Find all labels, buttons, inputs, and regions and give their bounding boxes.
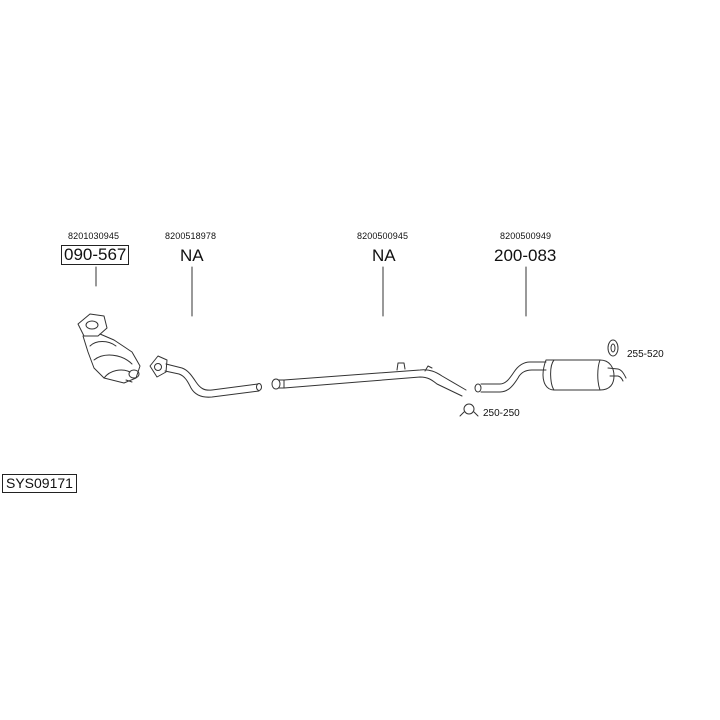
oem-number-front-pipe: 8200518978 bbox=[165, 231, 217, 241]
oem-number-center-pipe: 8200500945 bbox=[357, 231, 409, 241]
clamp-icon bbox=[459, 403, 479, 417]
rubber-hanger-icon bbox=[607, 339, 619, 357]
rear-silencer-icon bbox=[474, 359, 627, 393]
part-number-center-pipe[interactable]: NA bbox=[372, 246, 396, 265]
oem-number-rear-silencer: 8200500949 bbox=[500, 231, 552, 241]
part-number-clamp[interactable]: 250-250 bbox=[483, 408, 520, 419]
front-pipe-icon bbox=[149, 355, 262, 398]
part-number-catalyst[interactable]: 090-567 bbox=[61, 245, 130, 265]
center-pipe-icon bbox=[271, 362, 467, 397]
part-number-hanger[interactable]: 255-520 bbox=[627, 349, 664, 360]
system-code: SYS09171 bbox=[2, 474, 77, 493]
catalytic-converter-icon bbox=[77, 313, 141, 384]
oem-number-catalyst: 8201030945 bbox=[68, 231, 120, 241]
part-number-rear-silencer[interactable]: 200-083 bbox=[494, 246, 557, 265]
part-number-front-pipe[interactable]: NA bbox=[180, 246, 204, 265]
